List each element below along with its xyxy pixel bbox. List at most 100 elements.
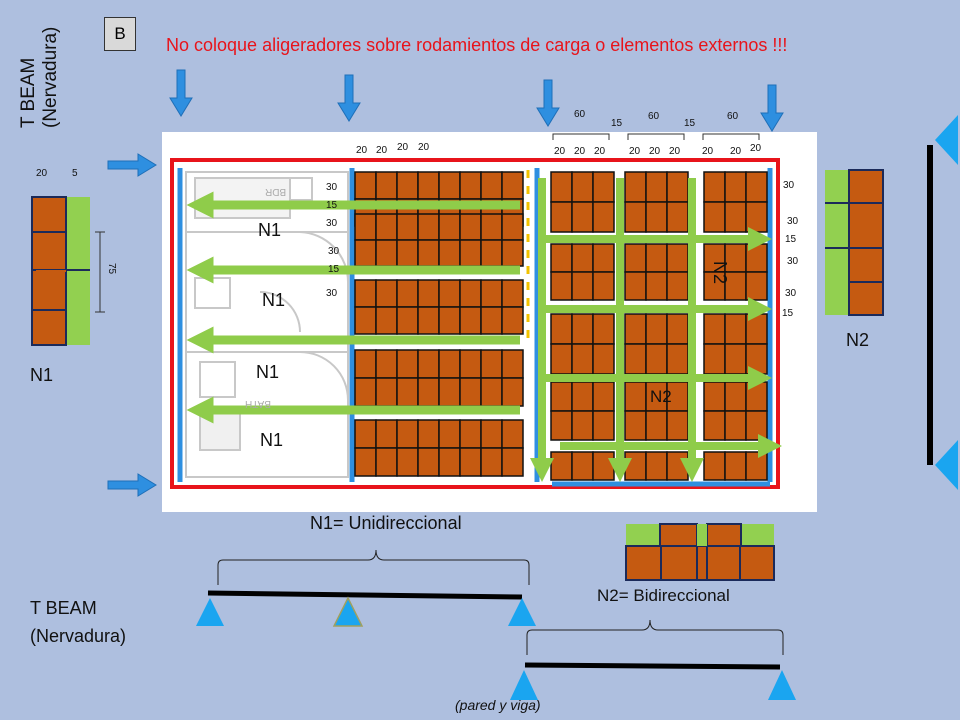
n2-brick (571, 243, 594, 273)
n2-label-vertical: N2 (710, 260, 731, 285)
dim-left-6: 30 (326, 288, 338, 299)
dim-top-left-2: 20 (376, 145, 388, 156)
n2-brick (624, 410, 647, 441)
n1-brick (417, 213, 440, 241)
n2-brick (624, 381, 647, 412)
room-label-top: BDR (265, 186, 287, 197)
n1-rib-arrows (186, 191, 520, 424)
n1-brick (354, 171, 377, 200)
n1-label-2: N1 (262, 290, 286, 310)
dim-right-6: 15 (782, 308, 794, 319)
n2-brick (645, 451, 668, 481)
n1-brick (438, 213, 461, 241)
n2-brick (666, 171, 689, 203)
n1-brick (396, 213, 419, 241)
n1-brick (501, 239, 524, 267)
n1-brick (396, 377, 419, 407)
n1-brick (396, 419, 419, 449)
brick-grid (354, 171, 768, 481)
n1-brick (438, 279, 461, 308)
dim-right-2: 30 (787, 216, 799, 227)
n1-brick (375, 447, 398, 477)
n2-brick (592, 381, 615, 412)
n1-detail-dim-side: 75 (106, 262, 118, 275)
n1-brick (480, 447, 503, 477)
n1-brick (501, 349, 524, 379)
n2-beam (510, 619, 796, 700)
dim-right-3: 15 (785, 234, 797, 245)
n1-brick (480, 349, 503, 379)
n1-label-3: N1 (256, 362, 280, 382)
dim-top-right-3: 20 (594, 146, 606, 157)
n1-brick (438, 419, 461, 449)
n1-brick (459, 377, 482, 407)
n2-brick (571, 171, 594, 203)
n1-brick (459, 349, 482, 379)
n2-brick (703, 410, 726, 441)
bearing-lines (177, 168, 773, 487)
n1-brick (375, 279, 398, 308)
warning-text: No coloque aligeradores sobre rodamiento… (166, 35, 788, 55)
dim-left-3: 30 (326, 218, 338, 229)
n2-brick (645, 201, 668, 233)
n2-brick (703, 201, 726, 233)
dim-right-4: 30 (787, 256, 799, 267)
n1-brick (480, 171, 503, 200)
n2-brick (624, 343, 647, 375)
dim-left-2: 15 (326, 200, 338, 211)
n1-caption: N1= Unidireccional (310, 513, 462, 533)
n2-brick (550, 451, 573, 481)
footnote: (pared y viga) (455, 697, 541, 713)
n1-brick (480, 419, 503, 449)
n2-brick (571, 410, 594, 441)
dim-group-3: 60 (727, 111, 739, 122)
dim-top-right-8: 20 (730, 146, 742, 157)
n1-brick (375, 171, 398, 200)
section-box: B (104, 17, 136, 51)
n1-brick (396, 171, 419, 200)
n1-label-1: N1 (258, 220, 282, 240)
n2-detail (825, 169, 884, 316)
n1-brick (354, 279, 377, 308)
n2-brick (550, 243, 573, 273)
n2-brick (550, 410, 573, 441)
n2-brick (703, 171, 726, 203)
n2-brick (724, 381, 747, 412)
n1-brick (480, 239, 503, 267)
n2-brick (645, 313, 668, 345)
n1-brick (501, 171, 524, 200)
n2-brick (724, 171, 747, 203)
dim-left-4: 30 (328, 246, 340, 257)
n2-brick (745, 313, 768, 345)
n1-brick (375, 349, 398, 379)
n1-brick (438, 377, 461, 407)
n1-brick (354, 419, 377, 449)
n1-brick (501, 306, 524, 335)
n1-brick (417, 349, 440, 379)
n2-brick (666, 313, 689, 345)
n2-brick (745, 410, 768, 441)
dim-top-right-5: 20 (649, 146, 661, 157)
n1-brick (438, 349, 461, 379)
n2-brick (745, 201, 768, 233)
n1-brick (501, 213, 524, 241)
n1-brick (375, 419, 398, 449)
dim-top-right-9: 20 (750, 143, 762, 154)
dim-right-1: 30 (783, 180, 795, 191)
n2-brick (624, 201, 647, 233)
n2-brick (571, 201, 594, 233)
n1-brick (501, 447, 524, 477)
n1-brick (459, 213, 482, 241)
n1-brick (438, 447, 461, 477)
n1-detail (31, 196, 90, 346)
n1-brick (480, 213, 503, 241)
n2-brick (666, 243, 689, 273)
n1-brick (417, 377, 440, 407)
n1-brick (438, 239, 461, 267)
n2-brick (592, 243, 615, 273)
slab-outline (170, 158, 780, 489)
n1-brick (375, 377, 398, 407)
n1-brick (459, 419, 482, 449)
n2-brick (571, 313, 594, 345)
dim-top-left-3: 20 (397, 142, 409, 153)
